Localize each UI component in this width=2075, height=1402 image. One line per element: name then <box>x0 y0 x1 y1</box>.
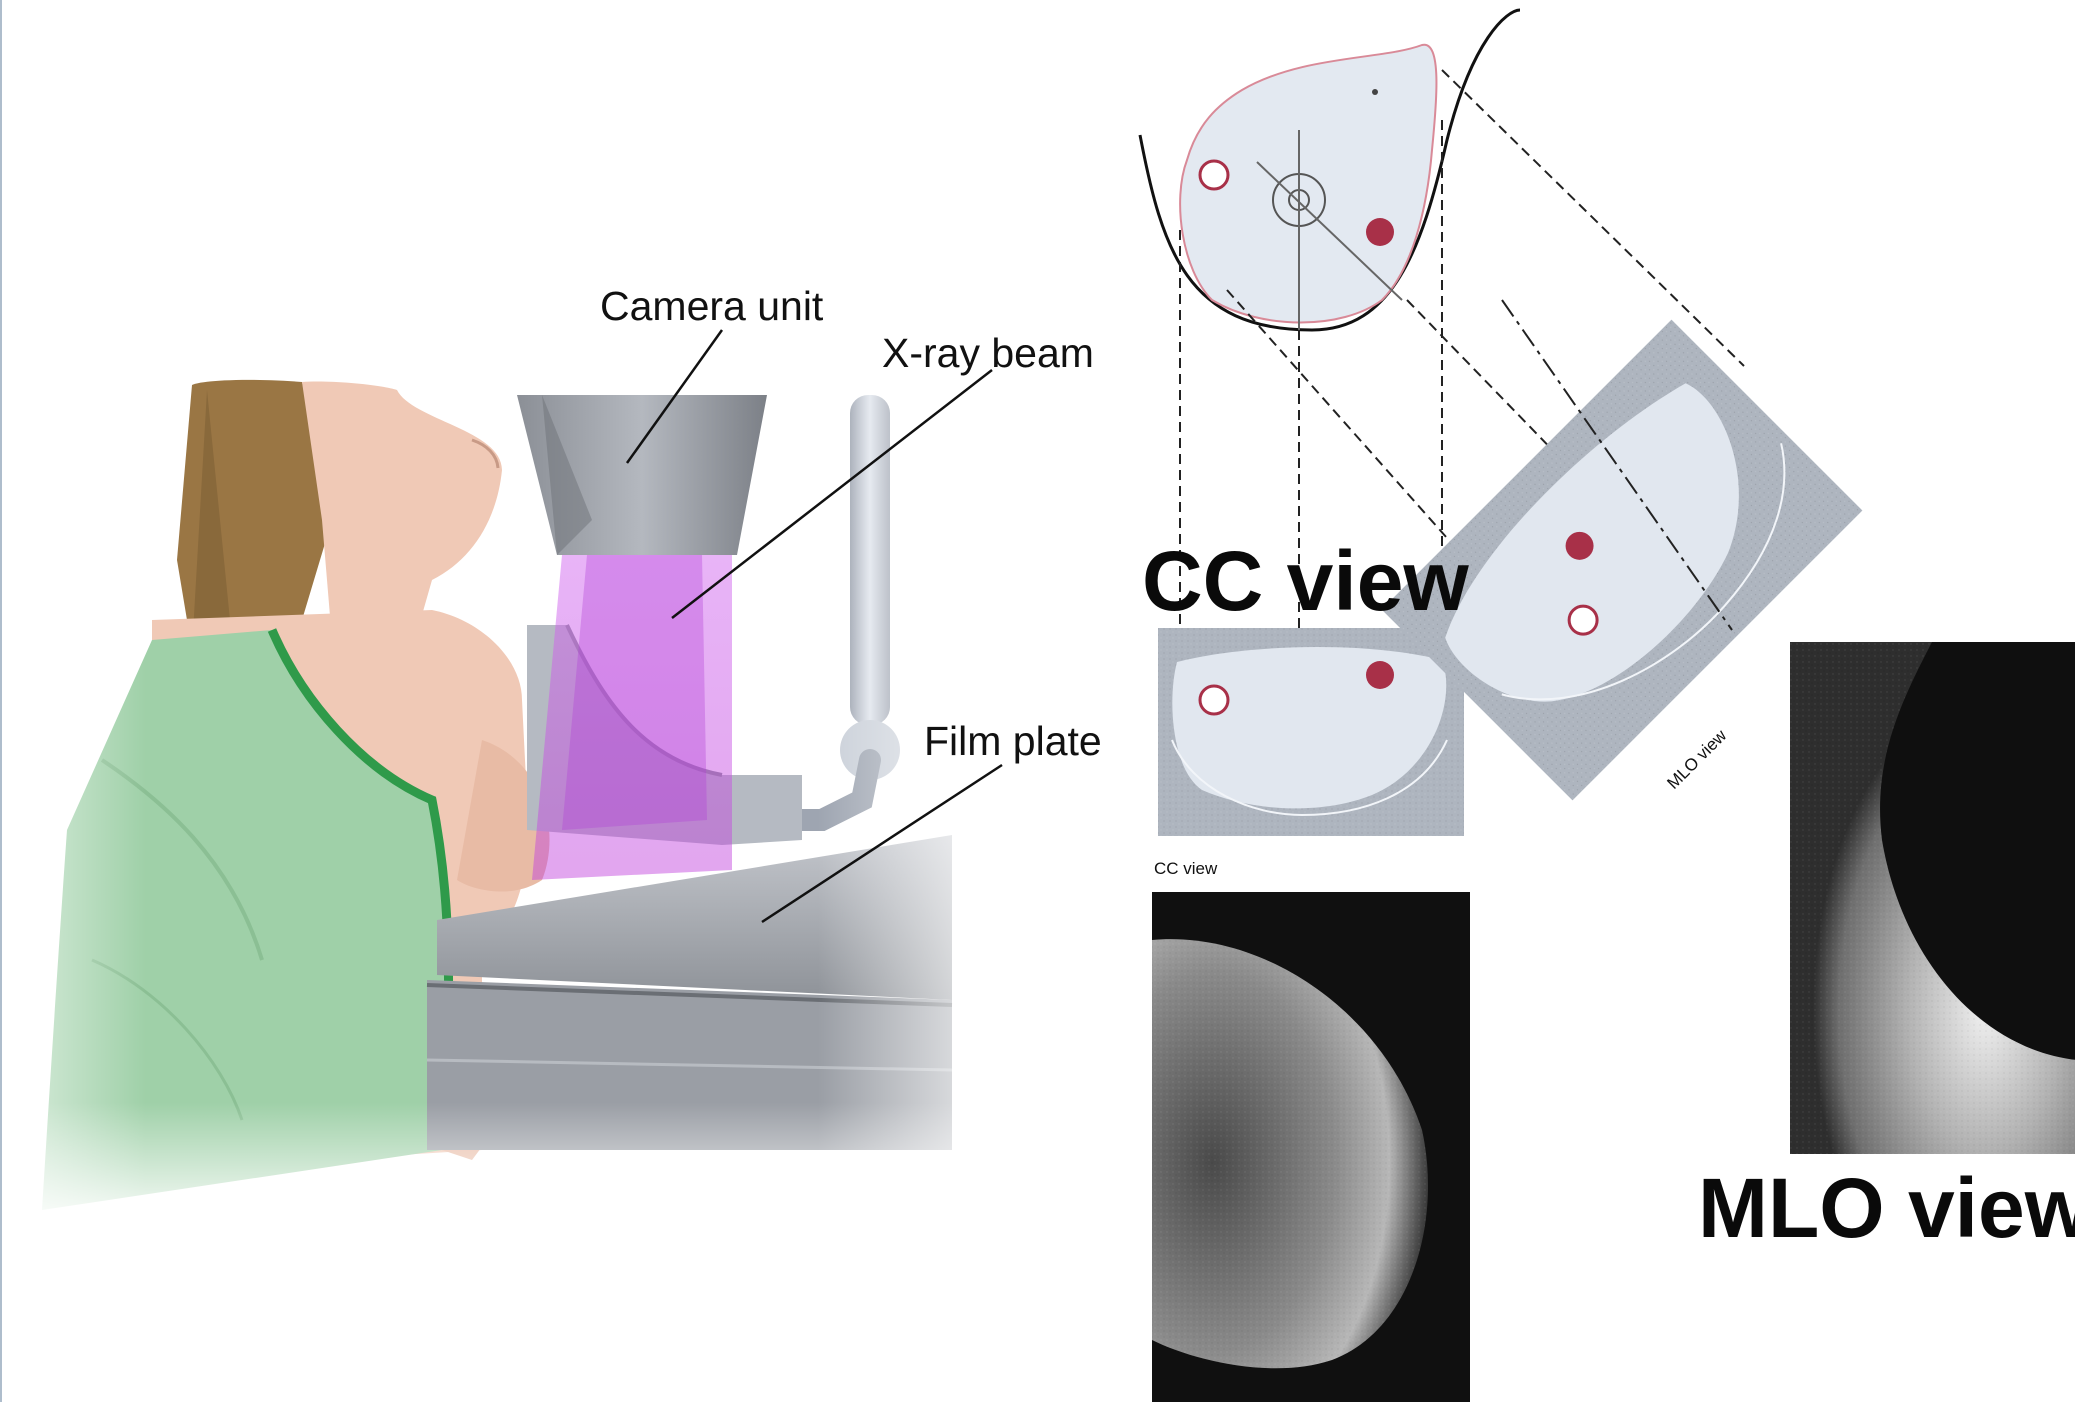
breast-top-view-icon <box>1140 10 1520 330</box>
film-plate-label: Film plate <box>924 718 1102 764</box>
mlo-view-small-label: MLO view <box>1663 725 1730 792</box>
cc-projection-icon <box>1158 628 1464 836</box>
mlo-mammogram-image <box>1790 642 2075 1154</box>
xray-beam-label: X-ray beam <box>882 330 1094 376</box>
cc-view-title: CC view <box>1142 534 1469 628</box>
cc-view-small-label: CC view <box>1154 859 1218 878</box>
mlo-view-title: MLO view <box>1698 1161 2075 1255</box>
camera-unit-label: Camera unit <box>600 283 824 329</box>
cc-mammogram-image <box>1152 892 1470 1402</box>
